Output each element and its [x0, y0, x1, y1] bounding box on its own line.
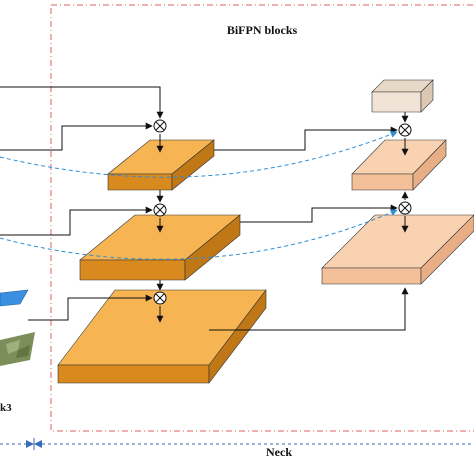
lateral-edge-1 [0, 122, 153, 151]
circled-times-icon [153, 203, 167, 217]
block2-to-node-r2 [240, 204, 398, 223]
neck-label: Neck [266, 445, 292, 459]
skip-curve-1 [0, 131, 398, 178]
circled-times-icon [398, 123, 412, 137]
lateral-edge-3 [28, 294, 153, 321]
input-edge-top [0, 86, 164, 119]
feature-block-p3 [57, 289, 267, 384]
connectors [0, 86, 409, 331]
output-block-top [371, 79, 434, 113]
circled-times-icon [153, 291, 167, 305]
feature-block-p4 [79, 214, 241, 281]
fusion-nodes [153, 119, 412, 305]
circled-times-icon [153, 119, 167, 133]
circled-times-icon [398, 201, 412, 215]
output-block-p4 [321, 214, 474, 285]
output-block-p5 [351, 139, 447, 191]
bifpn-border [50, 4, 474, 432]
skip-curve-2 [0, 209, 398, 260]
block3-to-output-p4 [209, 287, 409, 331]
block1-to-node-r1 [214, 126, 398, 151]
skip-connections [0, 131, 398, 260]
feature-block-p5 [107, 139, 215, 191]
input-size-label: k3 [0, 402, 12, 414]
diagram-title: BiFPN blocks [227, 23, 298, 37]
neck-dimension [0, 438, 474, 450]
input-image-patch [0, 332, 35, 366]
backbone-blue-block [0, 289, 29, 307]
lateral-edge-2 [0, 206, 153, 236]
